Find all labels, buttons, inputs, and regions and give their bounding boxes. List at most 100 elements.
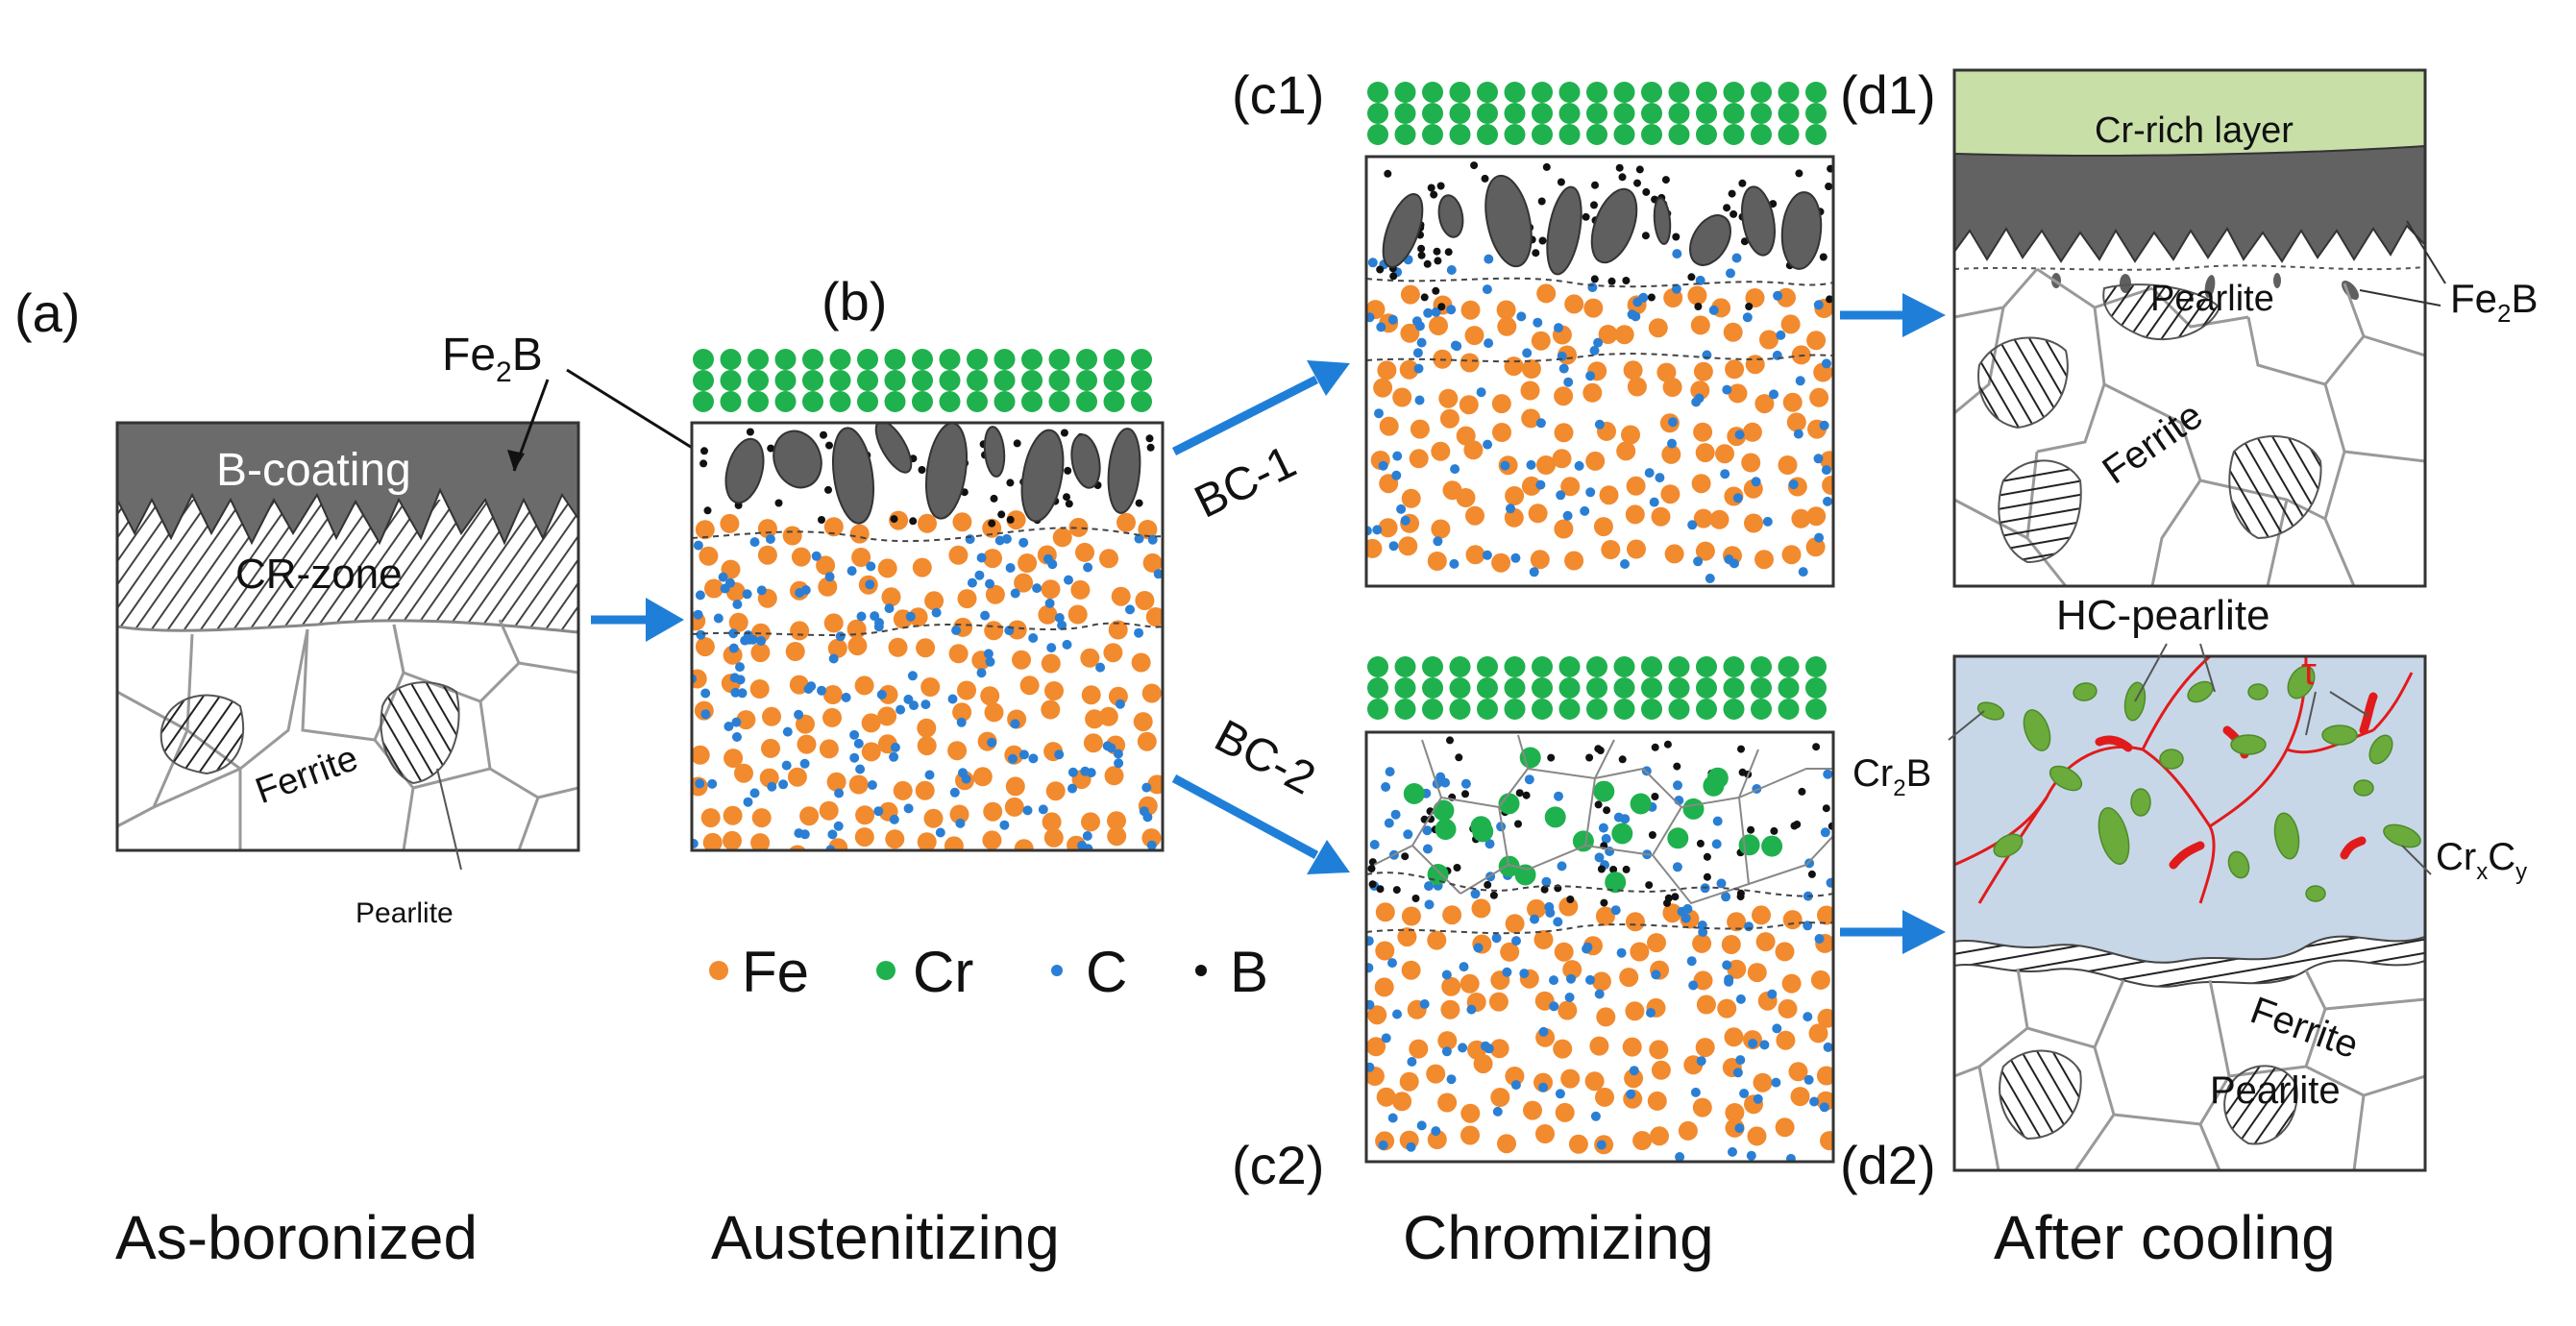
arrow-a-to-b [591,598,684,642]
fe-atom [1808,1023,1828,1044]
c-atom [835,631,846,642]
fe-atom [1554,942,1574,962]
c-atom [1080,766,1091,776]
c-atom [1529,567,1539,577]
b-atom [1647,293,1656,302]
c-atom [1054,749,1065,760]
c-atom [1005,563,1016,573]
c-atom [949,787,960,798]
fe-atom [980,686,1000,706]
fe-atom [1410,419,1430,439]
b-atom [1672,233,1681,241]
cr-atom [1131,391,1152,412]
c-atom [1549,975,1558,986]
fe-atom [1041,700,1061,720]
c-atom [1366,312,1375,323]
c-atom [985,656,995,667]
cr-atoms-top [1367,82,1827,145]
c-atom [700,688,711,699]
fe-atom [1747,963,1767,983]
c-atom [1422,825,1433,836]
c-atom [1419,999,1430,1009]
cr-atom [1613,699,1635,720]
c-atom [1422,844,1433,854]
c-atom [693,609,703,620]
c-atom [1819,1102,1829,1113]
cr-atom [1048,370,1070,391]
fe-atom [1374,977,1394,997]
fe-atom [1500,942,1520,962]
cr-atom [1532,656,1553,677]
fe-atom [1085,709,1105,729]
c-atom [1470,889,1481,899]
pearlite-label: Pearlite [2150,279,2274,319]
fe-atom [854,675,874,696]
cr-atom [1519,747,1541,769]
cr-atom [1504,103,1526,124]
cr-atom [1367,124,1388,145]
fe-atom [1695,443,1715,463]
cr-atom [774,349,797,370]
fe-atom [952,512,972,532]
c-atom [1046,643,1057,653]
fe-atom [1375,902,1395,922]
stage-label-chromizing: Chromizing [1403,1203,1714,1272]
cr-atom [1696,82,1717,103]
fe-atom [1690,381,1710,401]
fe-atom [1431,441,1451,461]
fe-atom [1521,408,1541,429]
cr-atom [1422,103,1443,124]
fe-atom [1626,476,1646,496]
c-atom [873,806,884,817]
fe-atom [761,738,780,758]
c-atom [1585,487,1596,498]
arrow-bc1: BC-1 [1171,360,1350,528]
cr-atom [1613,103,1635,124]
c-atom [1585,974,1595,985]
c-atom [1753,1093,1763,1104]
c-atom [749,537,760,548]
fe-atom [1460,973,1480,994]
fe-atom [957,680,976,700]
c-atom [1067,783,1077,794]
c-atom [1391,470,1402,480]
c-atom [1102,741,1113,751]
cr-atom [1593,780,1615,802]
c-atom [1596,1140,1607,1150]
fe-atom [1043,827,1064,847]
fe-atom [918,513,937,533]
cr-atoms-top [1367,656,1827,720]
fe-atom [1599,485,1619,505]
cr-atom [1696,699,1717,720]
c-atom [1823,1042,1833,1052]
b-atom [1607,277,1616,285]
c-atom [1716,878,1727,889]
fe-atom [1775,942,1795,962]
c-atom [1771,1077,1781,1088]
fe-atom [1490,1088,1510,1107]
c-atom [920,700,931,710]
fe-atom [1014,573,1034,593]
b-atom [1427,184,1435,192]
fe-atom [1662,903,1682,923]
fe-atom [1589,1036,1609,1056]
fe-atom [1558,1000,1578,1020]
c-atom [1008,753,1018,764]
b-atom [1622,865,1631,873]
b-atom [1740,237,1749,246]
fe-atom [1810,970,1830,990]
c-atom [853,738,864,749]
c-atom [1557,861,1567,872]
fe-atom [1081,812,1100,832]
b-atom [1661,176,1670,184]
panel-c1 [1364,82,1835,588]
panel-c2-label: (c2) [1232,1135,1324,1195]
c-atom [1038,804,1048,815]
c-atom [1720,469,1730,479]
fe-atom [1437,1093,1458,1113]
c-atom [1406,1142,1416,1152]
c-atom [1722,960,1732,970]
fe-atom [1562,960,1582,980]
cr-atom [1514,864,1536,886]
fe-atom [762,706,781,726]
